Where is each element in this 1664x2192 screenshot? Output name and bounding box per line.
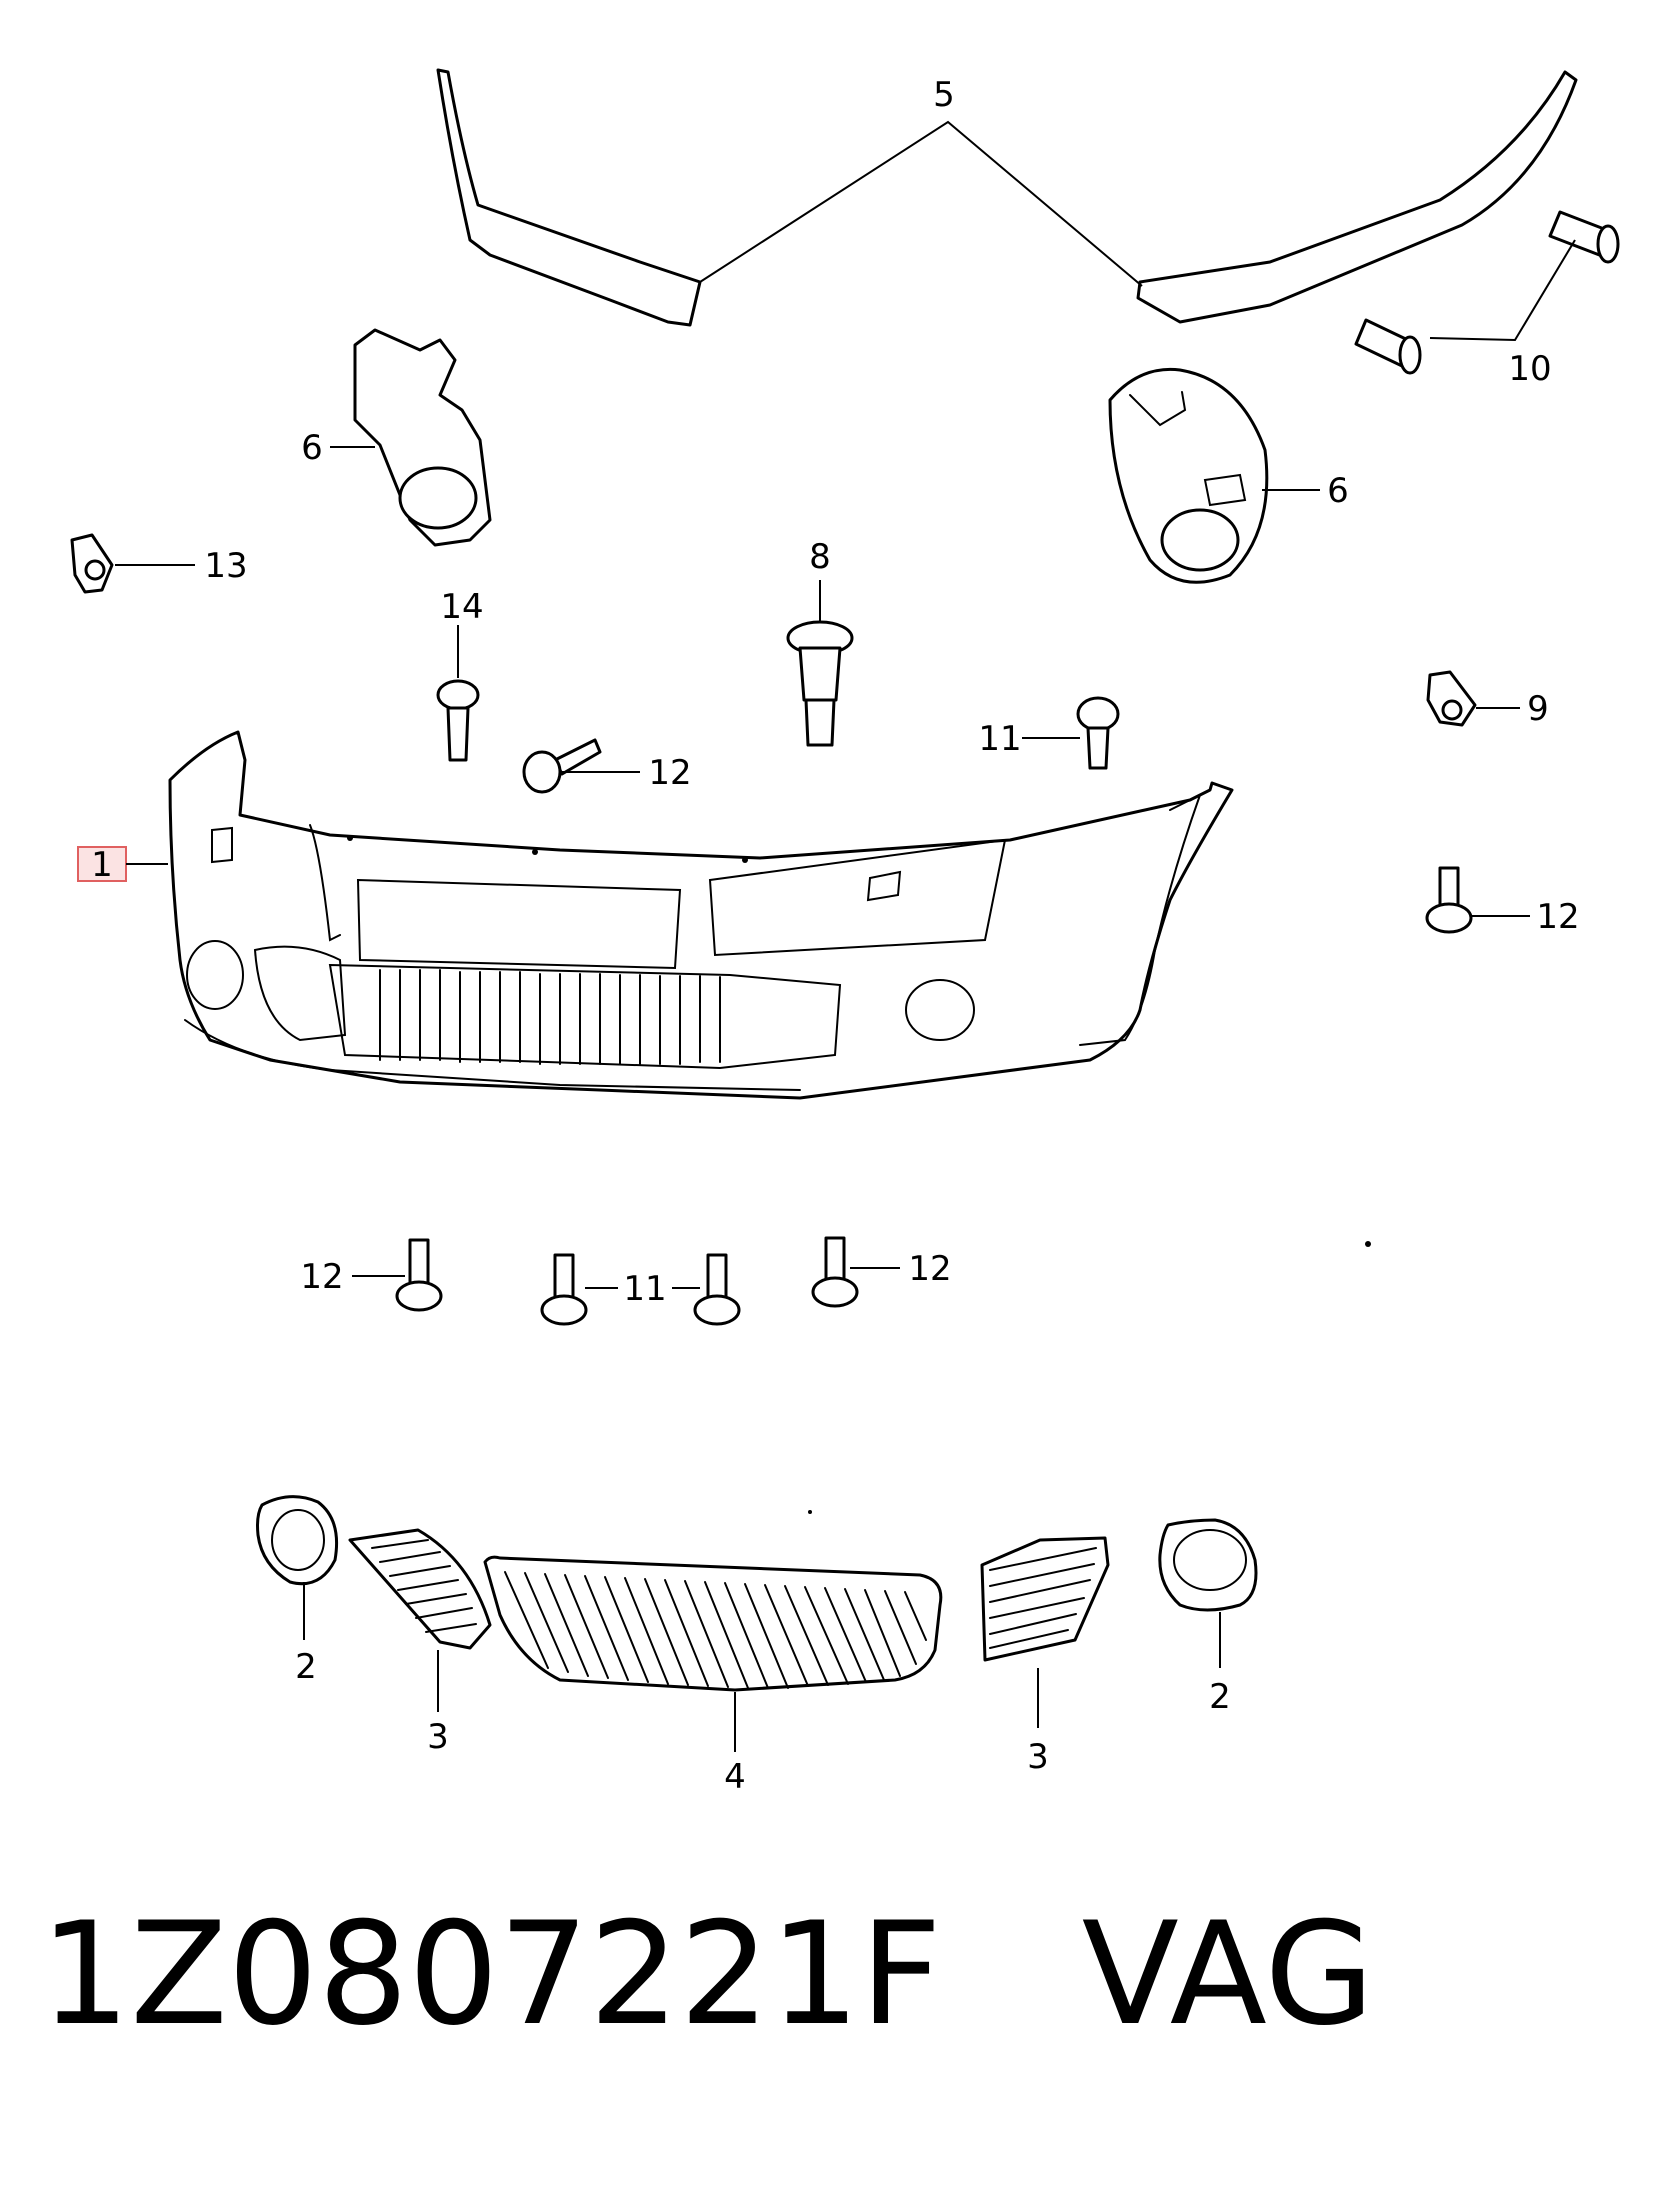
- trim-strip-right: [1136, 70, 1578, 324]
- callout-6-right: 6: [1327, 471, 1349, 511]
- callout-2-right: 2: [1209, 1677, 1231, 1717]
- screw-12-upper-middle: [522, 738, 602, 794]
- callout-13: 13: [204, 546, 247, 586]
- bracket-6-left: [353, 328, 492, 547]
- side-grille-3-left: [348, 1528, 492, 1650]
- callout-4: 4: [724, 1757, 746, 1797]
- bumper-cover-1: [168, 730, 1234, 1100]
- screw-11-upper: [1076, 696, 1120, 770]
- fog-frame-2-right: [1158, 1518, 1258, 1612]
- screw-14: [436, 679, 480, 762]
- clip-9: [1426, 670, 1477, 727]
- callout-11-upper: 11: [978, 719, 1021, 759]
- screw-10-bottom: [1354, 318, 1422, 375]
- callout-12-upper-middle: 12: [648, 753, 691, 793]
- callout-12-right: 12: [1536, 897, 1579, 937]
- callout-10: 10: [1508, 349, 1551, 389]
- callout-3-left: 3: [427, 1717, 449, 1757]
- callout-3-right: 3: [1027, 1737, 1049, 1777]
- callout-1: 1: [91, 845, 113, 885]
- side-grille-3-right: [980, 1536, 1110, 1662]
- fog-frame-2-left: [256, 1495, 339, 1586]
- trim-strip-left: [436, 68, 702, 327]
- brand-name: VAG: [1081, 1892, 1375, 2057]
- callout-12-lower-right: 12: [908, 1249, 951, 1289]
- screw-10-top: [1548, 210, 1620, 264]
- callout-6-left: 6: [301, 428, 323, 468]
- callout-11-lower: 11: [623, 1269, 666, 1309]
- screw-11-lower-left: [540, 1253, 588, 1326]
- callout-14: 14: [440, 587, 483, 627]
- callout-2-left: 2: [295, 1647, 317, 1687]
- rivet-8: [786, 620, 854, 747]
- center-grille-4: [483, 1555, 943, 1692]
- callout-12-lower-left: 12: [300, 1257, 343, 1297]
- screw-12-lower-right: [811, 1236, 859, 1308]
- clip-13: [70, 533, 114, 594]
- callout-1-highlight: [77, 846, 127, 882]
- callout-8: 8: [809, 537, 831, 577]
- screw-12-right: [1425, 866, 1473, 934]
- screw-12-lower-left: [395, 1238, 443, 1312]
- callout-9: 9: [1527, 689, 1549, 729]
- screw-11-lower-right: [693, 1253, 741, 1326]
- callout-5: 5: [933, 75, 955, 115]
- bracket-6-right: [1108, 367, 1269, 584]
- part-number: 1Z0807221F: [40, 1892, 942, 2057]
